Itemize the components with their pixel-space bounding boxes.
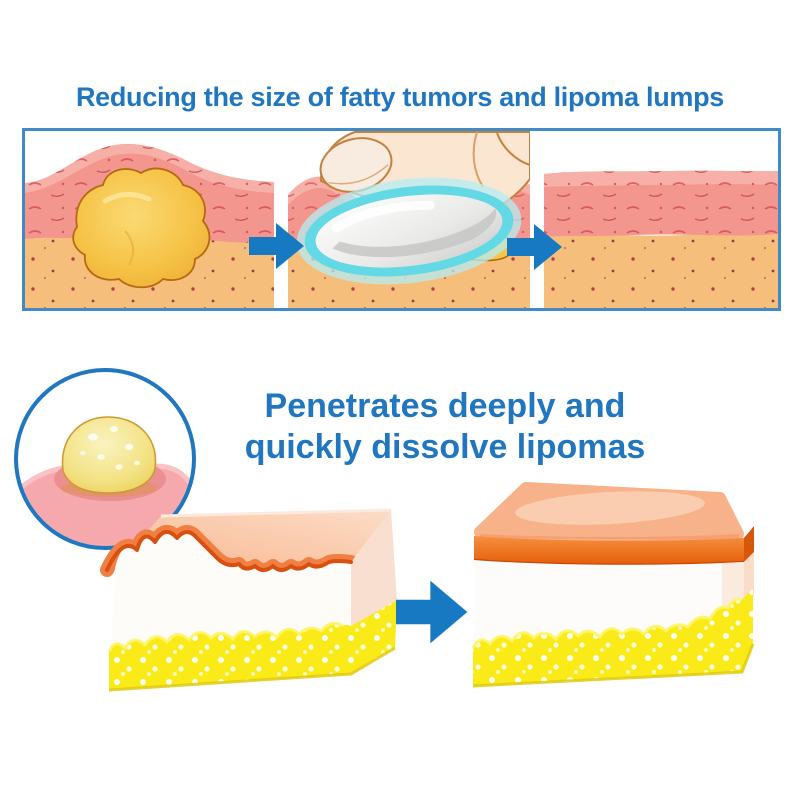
skin-cross-section-illustration (25, 131, 778, 308)
panel-lipoma-under-skin (25, 143, 274, 308)
skin-process-strip (22, 128, 781, 311)
headline-bottom: Penetrates deeply and quickly dissolve l… (150, 386, 740, 469)
arrow-right-icon (396, 580, 468, 644)
panel-cream-application (288, 131, 530, 308)
lipoma-dome (61, 416, 157, 494)
fat-layer (471, 588, 755, 688)
headline-top: Reducing the size of fatty tumors and li… (75, 82, 725, 112)
headline-bottom-line1: Penetrates deeply and (264, 387, 626, 425)
cream-blob (296, 177, 522, 285)
arrow-right-icon (507, 224, 562, 270)
panel-skin-cleared (544, 170, 778, 308)
headline-bottom-line2: quickly dissolve lipomas (244, 428, 646, 467)
arrow-right-icon (249, 223, 304, 269)
damaged-skin-block (100, 508, 397, 692)
fat-layer (107, 600, 397, 692)
healthy-skin-block (471, 482, 755, 688)
lipoma-closeup-illustration (14, 368, 196, 550)
lipoma-closeup-circle (13, 367, 197, 551)
